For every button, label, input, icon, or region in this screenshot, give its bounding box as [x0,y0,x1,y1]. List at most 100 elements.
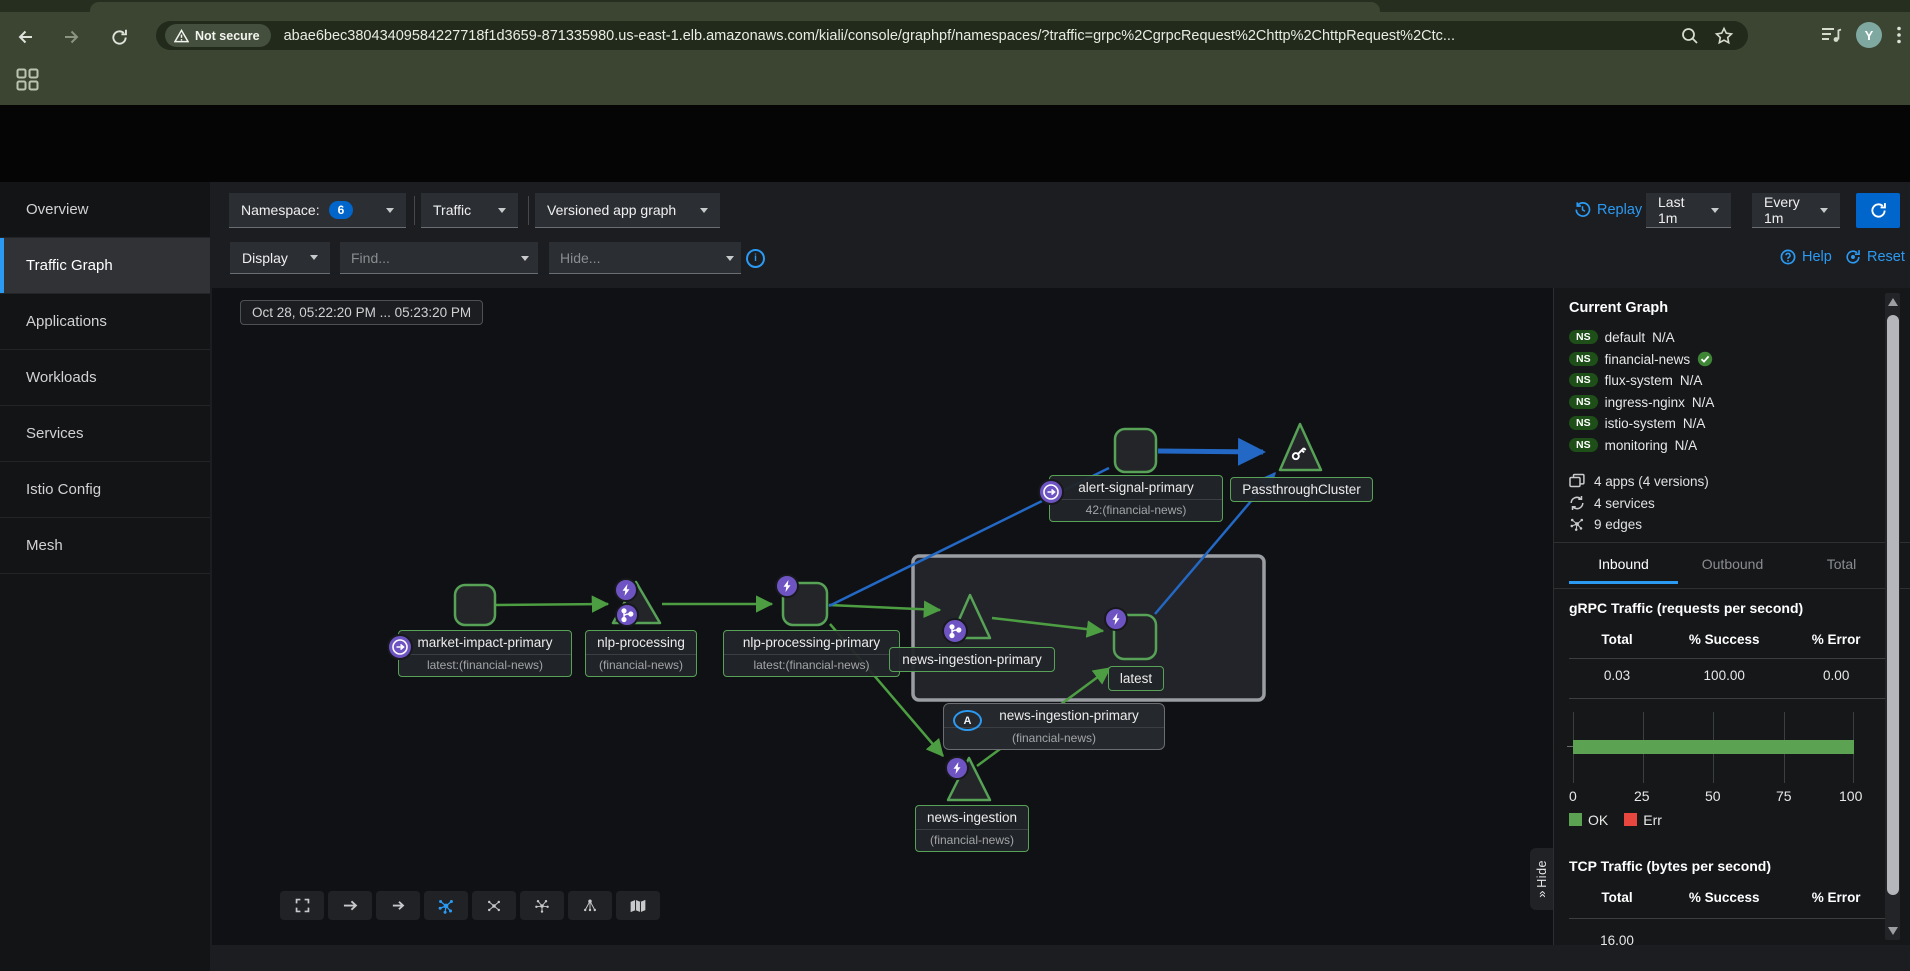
node-label-news-ingestion-primary-svc[interactable]: news-ingestion-primary [889,647,1055,672]
reset-view-button[interactable] [376,891,420,920]
grpc-error: 0.00 [1823,668,1850,683]
traffic-dropdown[interactable]: Traffic [421,193,518,228]
divider [1569,698,1889,699]
namespace-status: N/A [1682,415,1706,431]
reload-button[interactable] [106,24,132,50]
namespace-row-ingress-nginx[interactable]: NS ingress-nginx N/A [1569,392,1714,412]
url-text[interactable]: abae6bec38043409584227718f1d3659-8713359… [283,27,1455,44]
browser-menu-icon[interactable] [1896,25,1902,45]
namespace-row-istio-system[interactable]: NS istio-system N/A [1569,413,1705,433]
panel-title: Current Graph [1569,300,1669,316]
sidebar-item-traffic-graph[interactable]: Traffic Graph [0,238,210,294]
col-error: % Error [1811,632,1861,647]
namespace-name: ingress-nginx [1604,394,1685,410]
hide-input[interactable] [549,242,741,274]
node-subtitle: latest:(financial-news) [399,654,571,676]
sidebar-item-overview[interactable]: Overview [0,182,210,238]
node-label-news-ingestion[interactable]: news-ingestion (financial-news) [915,805,1029,852]
minimap-button[interactable] [616,891,660,920]
edge-alert-signal-to-passthrough[interactable] [1157,437,1266,466]
chevron-down-icon [386,207,394,213]
replay-link[interactable]: Replay [1574,201,1642,218]
address-bar[interactable]: Not secure abae6bec38043409584227718f1d3… [156,21,1748,50]
sidebar-item-workloads[interactable]: Workloads [0,350,210,406]
layout-concentric-button[interactable] [520,891,564,920]
node-label-alert-signal-primary[interactable]: alert-signal-primary 42:(financial-news) [1038,475,1223,522]
tab-organizer-icon[interactable] [1820,25,1842,45]
layout-dagre-button[interactable] [424,891,468,920]
chevron-down-icon [1820,207,1828,213]
sidebar-item-label: Traffic Graph [26,257,113,274]
sidebar-item-services[interactable]: Services [0,406,210,462]
scrollbar-thumb[interactable] [1886,315,1899,895]
tcp-traffic-title: TCP Traffic (bytes per second) [1569,858,1772,874]
node-label-nlp-processing[interactable]: nlp-processing (financial-news) [585,630,697,677]
workload-node-market-impact-primary[interactable] [453,583,497,627]
edge-nlp-primary-to-news-ingestion-primary-svc[interactable] [828,600,942,619]
grpc-table-values: 0.03 100.00 0.00 [1569,668,1889,683]
node-label-latest[interactable]: latest [1108,666,1164,691]
namespace-row-flux-system[interactable]: NS flux-system N/A [1569,370,1702,390]
node-label-market-impact-primary[interactable]: market-impact-primary latest:(financial-… [387,630,572,677]
namespace-dropdown[interactable]: Namespace: 6 [229,193,406,228]
zoom-to-fit-button[interactable] [328,891,372,920]
layout-breadthfirst-button[interactable] [568,891,612,920]
back-button[interactable] [13,24,39,50]
chevron-down-icon [1711,207,1719,213]
panel-collapse-tab[interactable]: Hide » [1530,848,1553,910]
graph-reset-link[interactable]: Reset [1845,249,1905,265]
workload-node-alert-signal-primary[interactable] [1113,427,1158,474]
tab-total[interactable]: Total [1787,546,1896,584]
node-subtitle: latest:(financial-news) [724,654,899,676]
traffic-graph-canvas[interactable]: Oct 28, 05:22:20 PM ... 05:23:20 PM mark… [212,288,1553,945]
grpc-success: 100.00 [1703,668,1745,683]
node-label-passthrough-cluster[interactable]: PassthroughCluster [1230,477,1373,502]
find-hide-info-icon[interactable]: i [746,249,765,268]
graph-type-dropdown[interactable]: Versioned app graph [535,193,720,228]
scroll-up-arrow-icon[interactable] [1887,298,1898,306]
edge-news-ingestion-primary-svc-to-latest[interactable] [991,616,1105,638]
refresh-interval-dropdown[interactable]: Every 1m [1752,193,1840,228]
circuit-breaker-lightning-badge [614,578,638,602]
refresh-button[interactable] [1856,193,1900,228]
panel-scrollbar[interactable] [1885,293,1900,940]
namespace-row-financial-news[interactable]: NS financial-news [1569,349,1713,369]
refresh-interval-label: Every 1m [1764,194,1800,226]
tab-outbound[interactable]: Outbound [1678,546,1787,584]
namespace-status: N/A [1679,372,1703,388]
sidebar-item-istio-config[interactable]: Istio Config [0,462,210,518]
apps-summary: 4 apps (4 versions) [1569,471,1709,491]
scroll-down-arrow-icon[interactable] [1887,927,1898,935]
namespace-row-default[interactable]: NS default N/A [1569,327,1675,347]
edge-market-impact-to-nlp-processing[interactable] [494,595,610,613]
sidebar-item-mesh[interactable]: Mesh [0,518,210,574]
group-label-news-ingestion-primary[interactable]: A news-ingestion-primary (financial-news… [943,703,1165,750]
service-node-passthrough-cluster[interactable] [1278,422,1323,472]
fullscreen-button[interactable] [280,891,324,920]
bookmark-star-icon[interactable] [1714,26,1734,46]
namespace-row-monitoring[interactable]: NS monitoring N/A [1569,435,1697,455]
network-layout-icon [488,900,500,911]
duration-dropdown[interactable]: Last 1m [1646,193,1731,228]
display-dropdown[interactable]: Display [230,242,330,274]
graph-help-link[interactable]: Help [1780,249,1832,265]
find-input[interactable] [340,242,538,274]
not-secure-chip[interactable]: Not secure [165,24,271,47]
namespace-status: N/A [1674,437,1698,453]
node-label-nlp-processing-primary[interactable]: nlp-processing-primary latest:(financial… [723,630,900,677]
active-tab[interactable] [90,2,1380,12]
forward-button[interactable] [58,24,84,50]
tab-inbound[interactable]: Inbound [1569,546,1678,584]
profile-avatar[interactable]: Y [1856,22,1882,48]
layout-grid-button[interactable] [472,891,516,920]
graph-controls-toolbar [280,891,660,920]
divider [1554,542,1910,543]
grpc-traffic-title: gRPC Traffic (requests per second) [1569,600,1804,616]
tab-groups-grid-icon[interactable] [16,68,39,91]
node-subtitle: (financial-news) [916,829,1028,851]
applications-icon [1569,473,1585,488]
sidebar-item-applications[interactable]: Applications [0,294,210,350]
zoom-page-icon[interactable] [1680,26,1700,46]
node-subtitle: (financial-news) [944,727,1164,749]
node-title: latest [1119,671,1153,686]
